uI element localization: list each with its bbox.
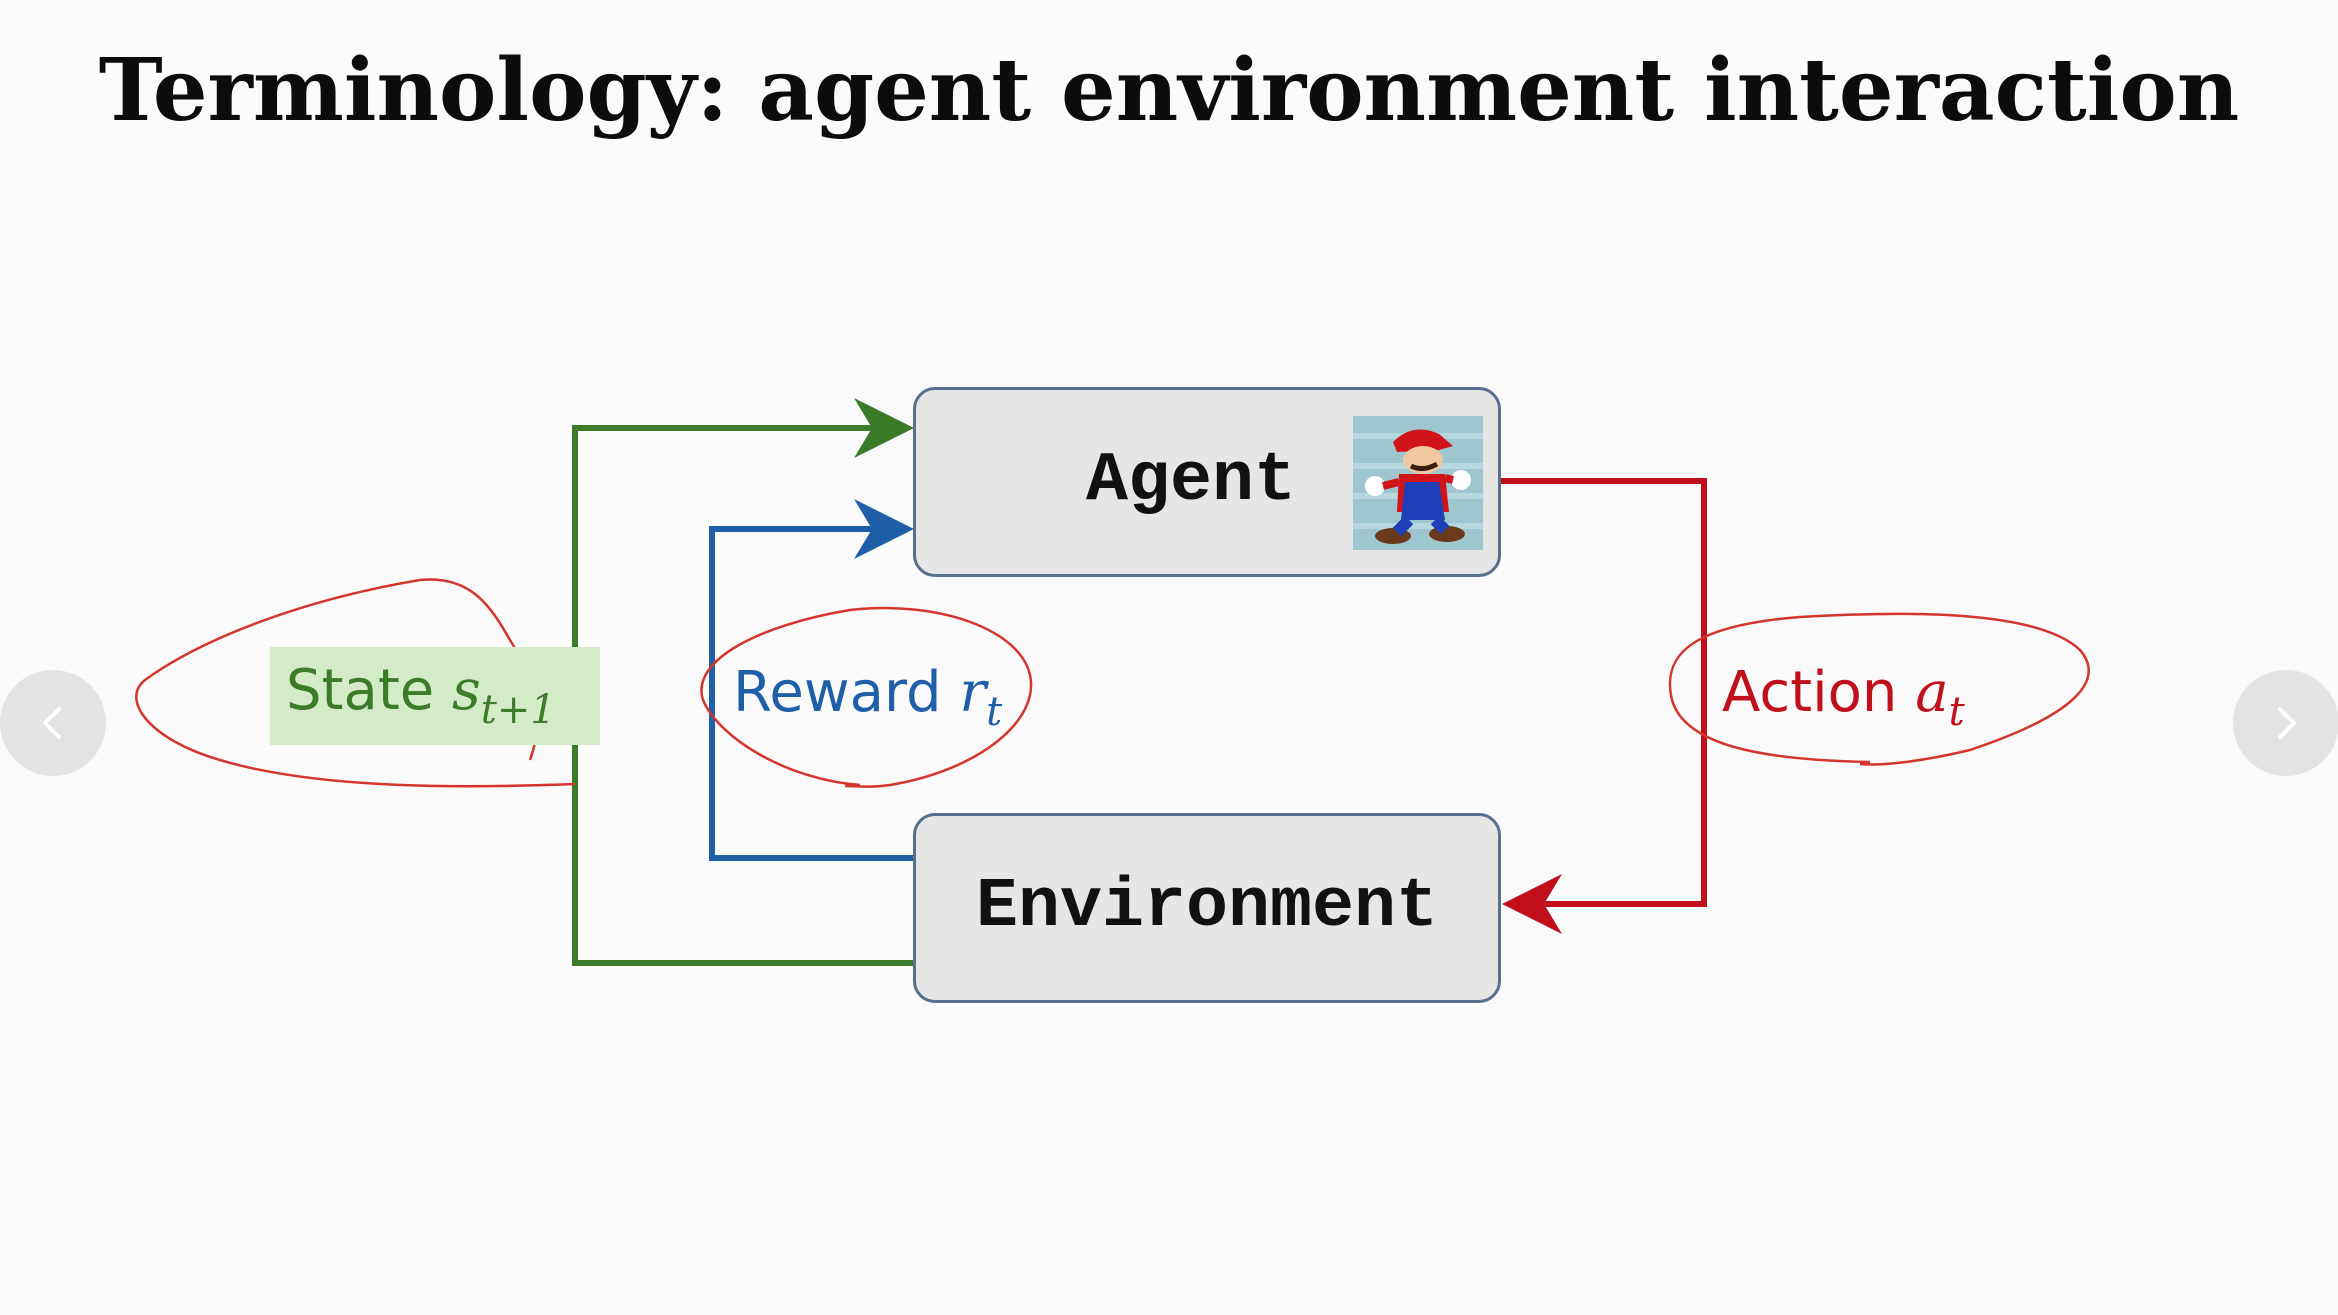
state-label: State st+1	[286, 658, 556, 733]
action-arrow	[1501, 478, 1707, 934]
reward-label: Reward rt	[733, 660, 1002, 735]
mario-character-icon	[1353, 416, 1483, 550]
state-variable: s	[452, 658, 481, 723]
next-slide-button[interactable]	[2233, 670, 2338, 776]
reward-annotation-circle	[700, 606, 1033, 788]
previous-slide-button[interactable]	[0, 670, 106, 776]
action-variable: a	[1915, 660, 1949, 725]
reward-text: Reward	[733, 660, 942, 725]
action-text: Action	[1722, 660, 1898, 725]
state-subscript: t+1	[480, 687, 556, 733]
state-text: State	[286, 658, 435, 723]
action-annotation-circle	[1668, 612, 2090, 766]
reward-variable: r	[959, 660, 987, 725]
state-label-background	[270, 647, 600, 745]
reward-subscript: t	[986, 689, 1003, 735]
action-label: Action at	[1722, 660, 1965, 735]
state-annotation-circle	[135, 578, 576, 788]
agent-label: Agent	[1086, 442, 1297, 521]
action-subscript: t	[1948, 689, 1965, 735]
environment-label: Environment	[975, 868, 1439, 947]
reward-arrow	[709, 499, 914, 861]
chevron-left-icon	[43, 707, 61, 739]
chevron-right-icon	[2278, 707, 2296, 739]
agent-box: Agent	[913, 387, 1501, 577]
page-title: Terminology: agent environment interacti…	[98, 40, 2240, 141]
environment-box: Environment	[913, 813, 1501, 1003]
